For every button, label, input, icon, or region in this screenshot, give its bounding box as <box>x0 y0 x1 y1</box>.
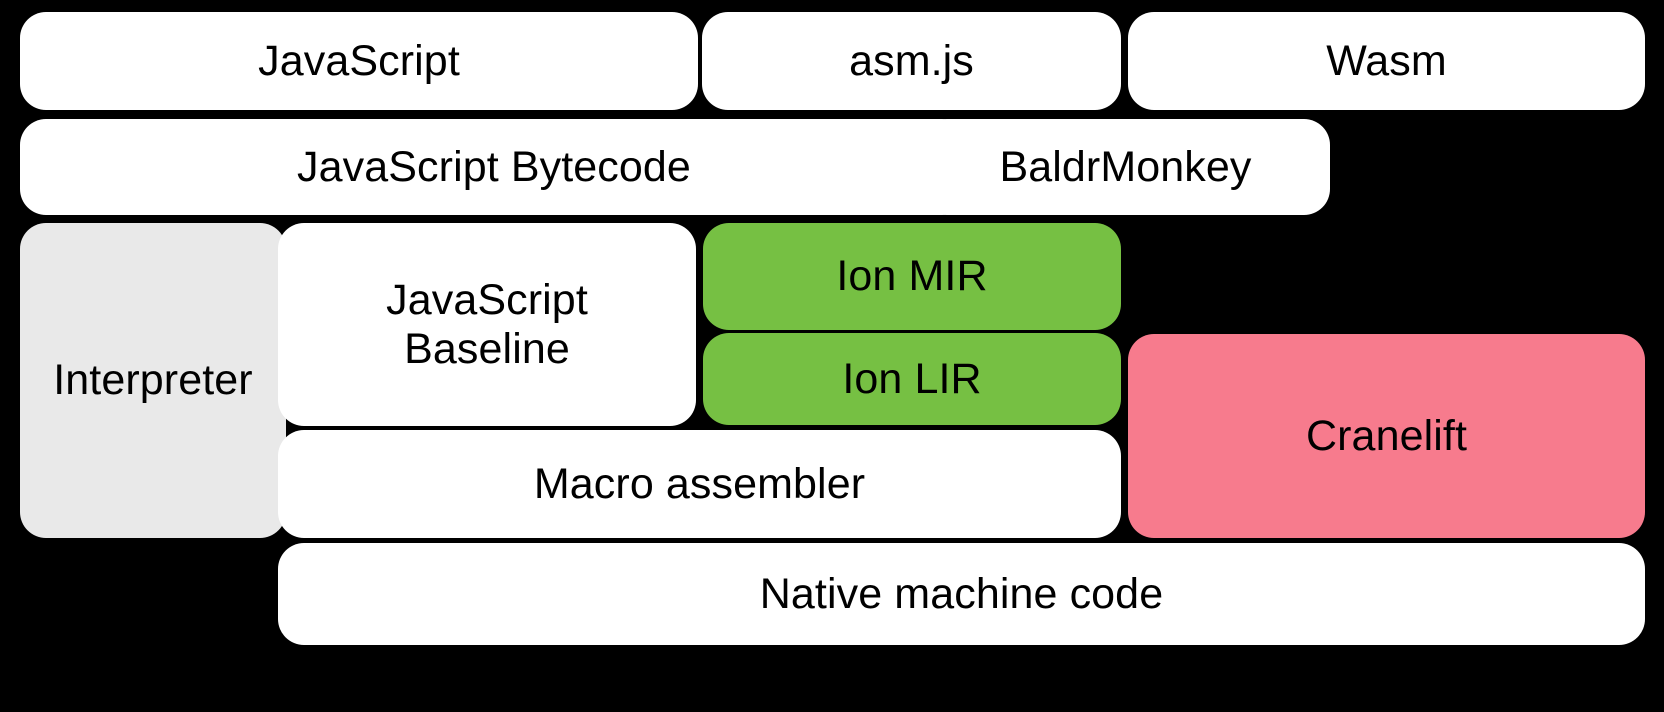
node-javascript-bytecode[interactable]: JavaScript Bytecode <box>20 119 968 215</box>
node-javascript-baseline[interactable]: JavaScript Baseline <box>278 223 696 426</box>
node-javascript[interactable]: JavaScript <box>20 12 698 110</box>
node-wasm[interactable]: Wasm <box>1128 12 1645 110</box>
node-macro-assembler[interactable]: Macro assembler <box>278 430 1121 538</box>
node-label-javascript-bytecode: JavaScript Bytecode <box>297 142 691 191</box>
node-ion-lir[interactable]: Ion LIR <box>703 333 1121 425</box>
node-label-asm-js: asm.js <box>849 36 974 85</box>
node-label-javascript-baseline: JavaScript Baseline <box>386 276 588 373</box>
node-native-machine-code[interactable]: Native machine code <box>278 543 1645 645</box>
node-label-native-machine-code: Native machine code <box>759 569 1164 618</box>
node-label-baldrmonkey: BaldrMonkey <box>999 142 1252 191</box>
node-label-wasm: Wasm <box>1326 36 1447 85</box>
node-label-javascript: JavaScript <box>258 36 460 85</box>
node-asm-js[interactable]: asm.js <box>702 12 1121 110</box>
node-interpreter[interactable]: Interpreter <box>20 223 286 538</box>
node-cranelift[interactable]: Cranelift <box>1128 334 1645 538</box>
node-label-macro-assembler: Macro assembler <box>533 459 866 508</box>
node-ion-mir[interactable]: Ion MIR <box>703 223 1121 330</box>
node-label-ion-mir: Ion MIR <box>836 252 988 301</box>
node-label-interpreter: Interpreter <box>53 356 253 405</box>
node-baldrmonkey[interactable]: BaldrMonkey <box>921 119 1330 215</box>
node-label-cranelift: Cranelift <box>1305 411 1468 460</box>
node-label-ion-lir: Ion LIR <box>842 354 982 403</box>
